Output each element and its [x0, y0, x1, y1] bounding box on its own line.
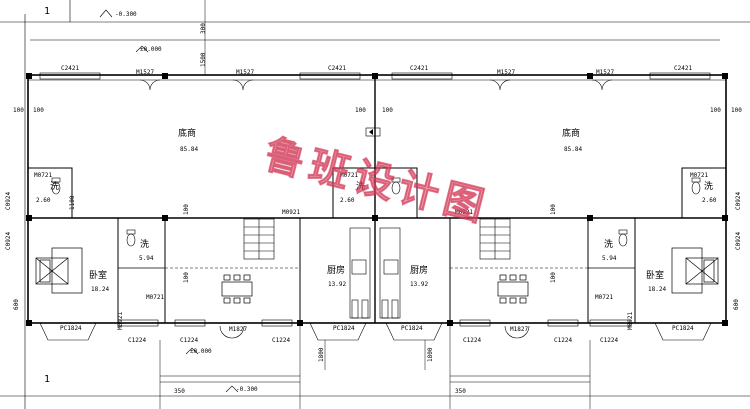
stair-right — [479, 218, 511, 260]
door-m0721-br: M0721 — [595, 294, 613, 301]
room-bed-left-area: 18.24 — [91, 286, 109, 293]
door-m1527-3: M1527 — [497, 69, 515, 76]
window-c1224-5: C1224 — [554, 337, 572, 344]
door-m0921-r: M0921 — [455, 209, 473, 216]
window-c1224-6: C1224 — [600, 337, 618, 344]
elevation-floor: ±0.000 — [140, 46, 162, 53]
dim-100-r2: 100 — [731, 107, 742, 114]
dining-table-right — [497, 274, 529, 304]
door-m0721-m: M0721 — [340, 172, 358, 179]
dim-100-r: 100 — [710, 107, 721, 114]
window-c1224-4: C1224 — [463, 337, 481, 344]
room-kitchen-right-area: 13.92 — [410, 281, 428, 288]
room-wash-right-name: 洗 — [704, 180, 713, 192]
room-bath-right-area: 5.94 — [602, 255, 617, 262]
window-pc1824-2: PC1824 — [333, 325, 355, 332]
axis-label-bottom: 1 — [44, 374, 50, 385]
window-pc1824-3: PC1824 — [401, 325, 423, 332]
door-m0921-br: M0921 — [627, 312, 634, 330]
door-m1527-1: M1527 — [136, 69, 154, 76]
room-wash-left-name: 洗 — [50, 180, 59, 192]
window-c1224-2: C1224 — [180, 337, 198, 344]
room-wash-mid-area: 2.60 — [340, 197, 355, 204]
axis-label-top: 1 — [44, 6, 50, 17]
room-bath-left-name: 洗 — [140, 238, 149, 250]
dim-100-b: 100 — [550, 204, 557, 215]
room-wash-mid-name: 洗 — [356, 180, 365, 192]
window-c1224-3: C1224 — [272, 337, 290, 344]
dim-300: 300 — [200, 23, 207, 34]
window-c2421-4: C2421 — [674, 65, 692, 72]
dim-100-m2: 100 — [382, 107, 393, 114]
room-shop-right-name: 底商 — [562, 127, 580, 139]
door-m0721-r: M0721 — [690, 172, 708, 179]
dining-table-left — [221, 274, 253, 304]
room-wash-right-area: 2.60 — [702, 197, 717, 204]
door-m0921-bl: M0921 — [117, 312, 124, 330]
room-kitchen-left-area: 13.92 — [328, 281, 346, 288]
window-c2421-3: C2421 — [410, 65, 428, 72]
window-c2421-1: C2421 — [61, 65, 79, 72]
room-wash-left-area: 2.60 — [36, 197, 51, 204]
stair-left — [243, 218, 275, 260]
dim-600-l: 600 — [13, 299, 20, 310]
door-m1527-4: M1527 — [596, 69, 614, 76]
door-m0921-l: M0921 — [282, 209, 300, 216]
room-shop-left-name: 底商 — [178, 127, 196, 139]
door-m0721-l: M0721 — [34, 172, 52, 179]
dim-350-l: 350 — [174, 388, 185, 395]
dim-600-r: 600 — [733, 299, 740, 310]
window-c0924-l2: C0924 — [5, 232, 12, 250]
room-kitchen-left-name: 厨房 — [327, 264, 345, 276]
dim-100-m1: 100 — [355, 107, 366, 114]
dim-1800-r: 1800 — [427, 347, 434, 362]
room-kitchen-right-name: 厨房 — [410, 264, 428, 276]
room-shop-right-area: 85.84 — [564, 146, 582, 153]
door-m0721-bl: M0721 — [146, 294, 164, 301]
door-m1827-l: M1827 — [229, 326, 247, 333]
dim-100-l: 100 — [13, 107, 24, 114]
room-bed-right-area: 18.24 — [648, 286, 666, 293]
dim-100-c: 100 — [183, 272, 190, 283]
bed-right — [671, 247, 719, 294]
elevation-bottom: -0.300 — [236, 386, 258, 393]
stair-symbol-left — [365, 127, 381, 137]
elevation-top: -0.300 — [115, 11, 137, 18]
door-m1527-2: M1527 — [236, 69, 254, 76]
window-c1224-1: C1224 — [128, 337, 146, 344]
dim-1100: 1100 — [69, 195, 76, 210]
room-bed-left-name: 卧室 — [89, 269, 107, 281]
window-c0924-l: C0924 — [5, 192, 12, 210]
elevation-entry: ±0.000 — [190, 348, 212, 355]
window-c0924-r: C0924 — [735, 192, 742, 210]
dim-350-r: 350 — [455, 388, 466, 395]
dim-100-a: 100 — [183, 204, 190, 215]
room-shop-left-area: 85.84 — [180, 146, 198, 153]
dim-100-l2: 100 — [33, 107, 44, 114]
dim-1800-l: 1800 — [318, 347, 325, 362]
window-c0924-r2: C0924 — [735, 232, 742, 250]
room-bath-right-name: 洗 — [604, 238, 613, 250]
door-m1827-r: M1827 — [510, 326, 528, 333]
dim-1500: 1500 — [200, 52, 207, 67]
bed-left — [35, 247, 83, 294]
window-c2421-2: C2421 — [328, 65, 346, 72]
window-pc1824-1: PC1824 — [60, 325, 82, 332]
dim-100-d: 100 — [550, 272, 557, 283]
window-pc1824-4: PC1824 — [672, 325, 694, 332]
room-bath-left-area: 5.94 — [139, 255, 154, 262]
room-bed-right-name: 卧室 — [646, 269, 664, 281]
